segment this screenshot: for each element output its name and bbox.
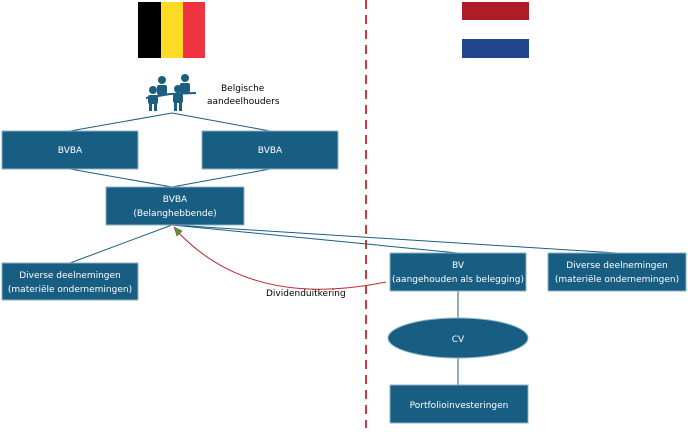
node-diverse-right[interactable]: Diverse deelnemingen (materiële ondernem…: [547, 252, 687, 292]
connector-bvba-right-main: [171, 168, 271, 188]
netherlands-flag-blue: [462, 39, 529, 58]
dividend-arrow: [175, 229, 387, 290]
connector-shareholders-bvba-right: [171, 112, 271, 132]
node-diverse-left-label-line2: (materiële ondernemingen): [8, 285, 132, 295]
belgium-flag: [138, 2, 205, 58]
node-cv[interactable]: CV: [387, 317, 529, 359]
node-diverse-right-label-line1: Diverse deelnemingen: [566, 261, 668, 271]
connectors: [69, 112, 618, 385]
node-bvba-right-label: BVBA: [258, 146, 283, 156]
people-group-icon: [145, 74, 197, 111]
netherlands-flag: [462, 2, 529, 58]
netherlands-flag-red: [462, 2, 529, 20]
node-portfolio[interactable]: Portfolioinvesteringen: [389, 384, 529, 424]
node-cv-label: CV: [452, 335, 465, 345]
belgium-flag-yellow: [161, 2, 183, 58]
node-diverse-left-label-line1: Diverse deelnemingen: [19, 271, 121, 281]
connector-main-diverse-left: [69, 224, 173, 264]
belgium-flag-black: [138, 2, 161, 58]
connector-bvba-left-main: [69, 168, 173, 188]
node-bvba-right[interactable]: BVBA: [201, 130, 339, 170]
node-diverse-right-label-line2: (materiële ondernemingen): [555, 275, 679, 285]
dividend-arrow-head: [173, 226, 183, 237]
node-diverse-left[interactable]: Diverse deelnemingen (materiële ondernem…: [1, 262, 139, 301]
connector-shareholders-bvba-left: [69, 112, 173, 132]
shareholders-label-line2: aandeelhouders: [207, 97, 280, 107]
dividend-label: Dividenduitkering: [266, 289, 346, 299]
connector-main-bv: [171, 224, 459, 254]
node-bv-label-line1: BV: [452, 261, 465, 271]
node-bvba-main-label-line1: BVBA: [163, 195, 188, 205]
node-bv-label-line2: (aangehouden als belegging): [392, 275, 524, 285]
node-portfolio-label: Portfolioinvesteringen: [410, 401, 509, 411]
node-bv[interactable]: BV (aangehouden als belegging): [389, 252, 527, 292]
node-bvba-left-label: BVBA: [58, 146, 83, 156]
node-bvba-main-label-line2: (Belanghebbende): [133, 209, 216, 219]
node-bvba-left[interactable]: BVBA: [1, 130, 139, 170]
connector-main-diverse-right: [171, 224, 618, 254]
node-bvba-main[interactable]: BVBA (Belanghebbende): [105, 186, 245, 226]
shareholders-label-line1: Belgische: [221, 84, 265, 94]
belgium-flag-red: [183, 2, 205, 58]
